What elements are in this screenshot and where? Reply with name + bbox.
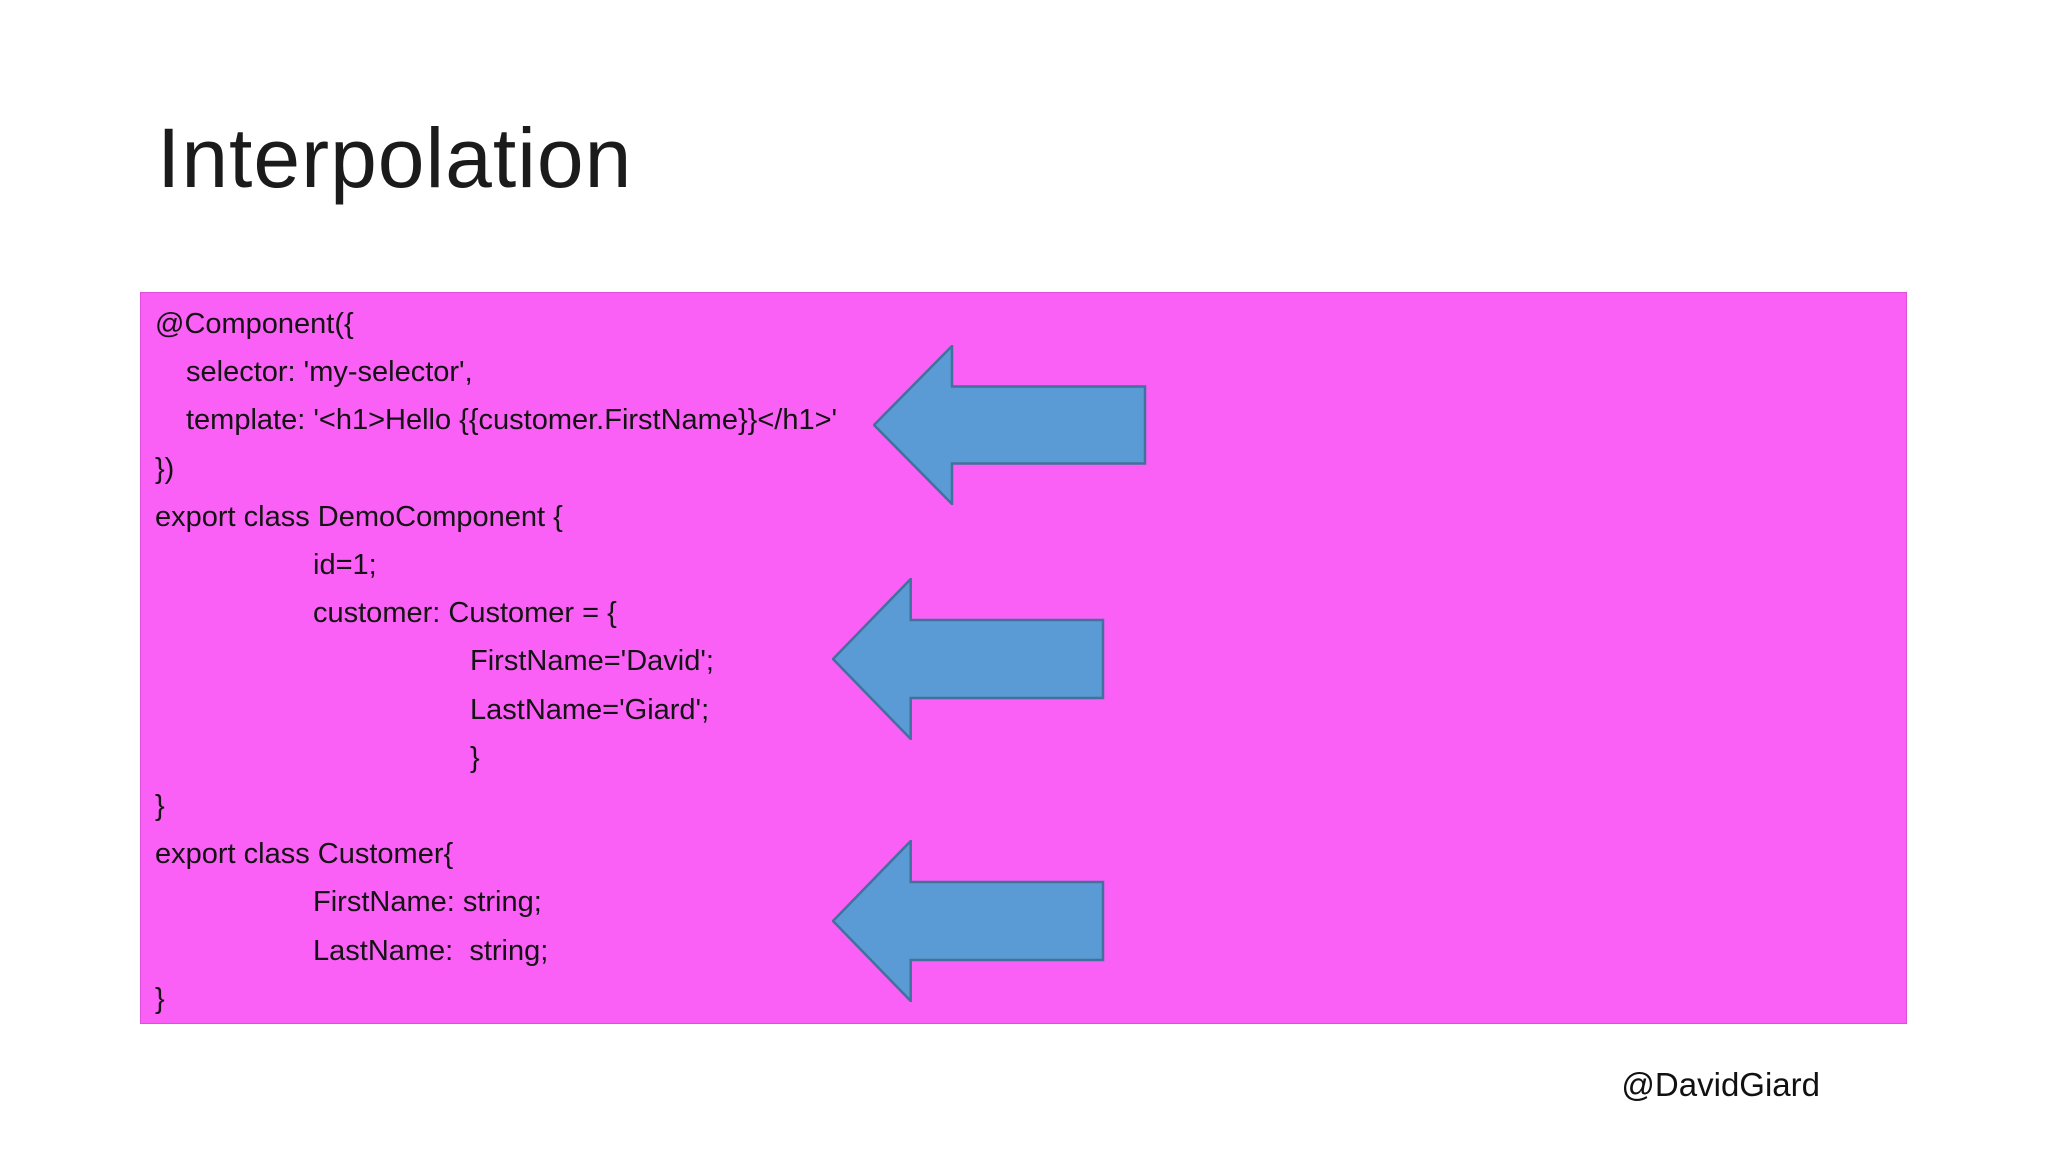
left-arrow-icon — [832, 578, 1105, 740]
code-line: LastName: string; — [313, 934, 549, 967]
code-line: } — [470, 741, 480, 774]
code-line: } — [155, 982, 165, 1015]
code-lines: @Component({ selector: 'my-selector', temp… — [155, 300, 1906, 1023]
page-title: Interpolation — [157, 111, 633, 205]
left-arrow-icon — [832, 840, 1105, 1002]
code-line: customer: Customer = { — [313, 597, 617, 630]
code-line: @Component({ — [155, 308, 354, 340]
code-line: export class Customer{ — [155, 838, 454, 871]
code-line: export class DemoComponent { — [155, 500, 563, 533]
code-line: selector: 'my-selector', — [186, 356, 473, 389]
author-handle: @DavidGiard — [1621, 1066, 1820, 1103]
code-line: } — [155, 790, 165, 823]
code-line: FirstName: string; — [313, 886, 542, 919]
code-line: FirstName='David'; — [470, 645, 714, 678]
code-line: LastName='Giard'; — [470, 693, 710, 726]
code-line: }) — [155, 452, 175, 485]
code-line: template: '<h1>Hello {{customer.FirstNam… — [186, 404, 838, 437]
left-arrow-icon — [873, 345, 1147, 505]
code-line: id=1; — [313, 549, 377, 582]
